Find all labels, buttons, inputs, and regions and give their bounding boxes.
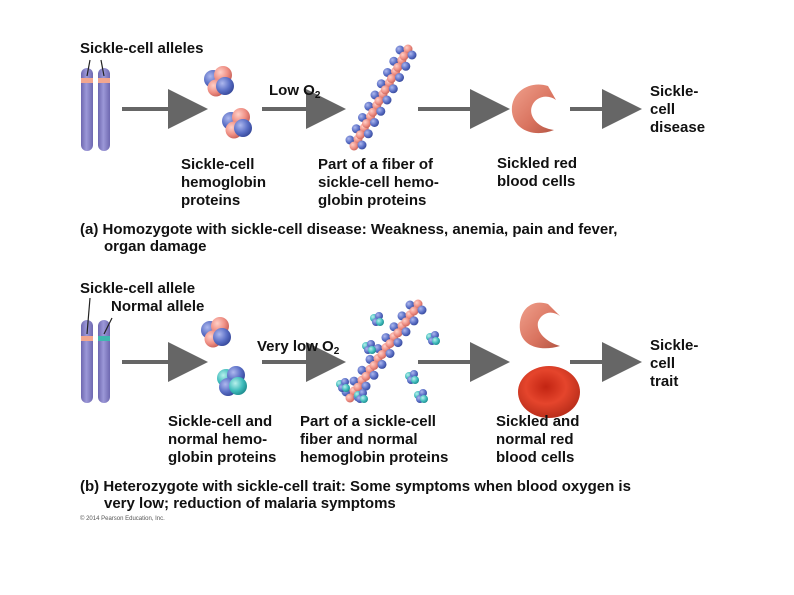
normal-band-b	[98, 336, 110, 341]
caption-b-line2: very low; reduction of malaria symptoms	[104, 495, 396, 512]
chromosome-pair-b	[81, 297, 113, 403]
sickled-cell-b	[519, 302, 560, 349]
sickled-cells-label: Sickled red blood cells	[497, 155, 578, 190]
sickle-alleles-label: Sickle-cell alleles	[80, 40, 204, 57]
sickle-band-b	[81, 336, 93, 341]
allele-pointer-a	[86, 59, 105, 77]
sickle-fiber-b	[341, 299, 427, 403]
sickled-cell-a	[511, 84, 556, 134]
copyright-notice: © 2014 Pearson Education, Inc.	[80, 516, 165, 522]
fiber-label-a: Part of a fiber of sickle-cell hemo- glo…	[318, 156, 439, 209]
chromosome-pair-a	[81, 59, 110, 151]
allele-pointer-b	[86, 297, 113, 335]
sickle-protein-cluster-a	[204, 66, 252, 139]
caption-b-line1: (b) Heterozygote with sickle-cell trait:…	[80, 478, 631, 495]
caption-a-line2: organ damage	[104, 238, 207, 255]
sickle-allele-label: Sickle-cell allele	[80, 280, 196, 297]
chromosome-right-a	[98, 68, 110, 151]
mixed-proteins-label: Sickle-cell and normal hemo- globin prot…	[168, 413, 277, 466]
caption-a-line1: (a) Homozygote with sickle-cell disease:…	[80, 221, 618, 238]
mixed-protein-cluster-b	[201, 317, 247, 396]
very-low-o2-label: Very low O2	[257, 338, 340, 357]
fiber-label-b: Part of a sickle-cell fiber and normal h…	[300, 413, 449, 466]
sickle-band-left-a	[81, 78, 93, 83]
normal-red-cell-b	[518, 366, 580, 418]
sickle-fiber-a	[345, 44, 417, 151]
outcome-trait-label: Sickle- cell trait	[650, 337, 699, 390]
chromosome-right-b	[98, 320, 110, 403]
chromosome-left-a	[81, 68, 93, 151]
sickle-proteins-label: Sickle-cell hemoglobin proteins	[181, 156, 266, 209]
outcome-disease-label: Sickle- cell disease	[650, 83, 706, 136]
low-o2-label: Low O2	[269, 82, 321, 101]
sickle-band-right-a	[98, 78, 110, 83]
mixed-cells-label: Sickled and normal red blood cells	[496, 413, 580, 466]
normal-allele-label: Normal allele	[111, 298, 205, 315]
